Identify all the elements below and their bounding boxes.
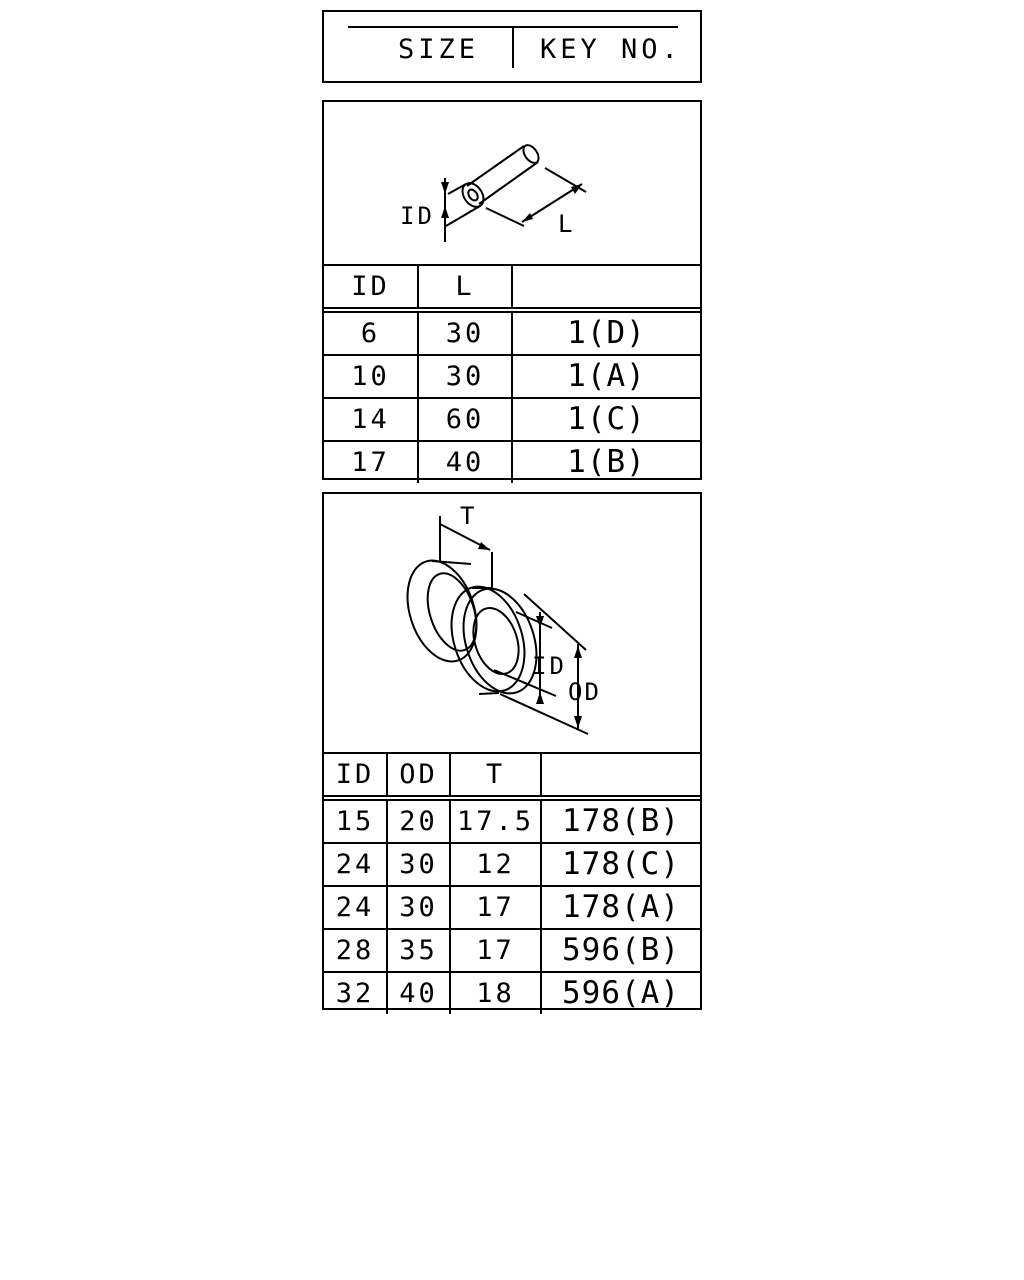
col-id-header: ID <box>324 264 419 313</box>
col-key-header <box>540 752 700 801</box>
cell-l: 60 <box>417 397 513 442</box>
cell-od: 35 <box>386 928 451 973</box>
table-row: 32 40 18 596(A) <box>324 971 700 1014</box>
cell-l: 30 <box>417 354 513 399</box>
cell-id: 28 <box>324 928 388 973</box>
cell-id: 14 <box>324 397 419 442</box>
grommet-illustration: T ID OD <box>406 502 601 735</box>
col-t-header: T <box>449 752 542 801</box>
size-label: SIZE <box>398 34 480 65</box>
cell-key-no: 178(B) <box>540 797 700 844</box>
cell-od: 30 <box>386 885 451 930</box>
cell-od: 20 <box>386 797 451 844</box>
cell-id: 24 <box>324 885 388 930</box>
cell-l: 30 <box>417 309 513 356</box>
hose-table: ID L 6 30 1(D) 10 30 1(A) 14 60 1(C) 17 … <box>324 264 700 483</box>
table-row: 10 30 1(A) <box>324 354 700 399</box>
cell-t: 17 <box>449 885 542 930</box>
hose-l-dim-label: L <box>558 210 572 238</box>
cell-id: 17 <box>324 440 419 483</box>
col-key-header <box>511 264 700 313</box>
table-row: 15 20 17.5 178(B) <box>324 797 700 844</box>
grommet-table-header: ID OD T <box>324 752 700 801</box>
cell-l: 40 <box>417 440 513 483</box>
hose-section: ID L ID L 6 30 1(D) 10 30 1(A) 14 60 1(C… <box>322 100 702 483</box>
cell-key-no: 596(B) <box>540 928 700 973</box>
grommet-section: T ID OD ID OD T 15 20 17.5 178(B) 24 30 … <box>322 492 702 1014</box>
cell-t: 17 <box>449 928 542 973</box>
cell-key-no: 596(A) <box>540 971 700 1014</box>
table-row: 17 40 1(B) <box>324 440 700 483</box>
grommet-table: ID OD T 15 20 17.5 178(B) 24 30 12 178(C… <box>324 752 700 1014</box>
hose-illustration: ID L <box>400 144 587 242</box>
size-key-header: SIZE KEY NO. <box>322 10 702 83</box>
table-row: 24 30 12 178(C) <box>324 842 700 887</box>
cell-id: 15 <box>324 797 388 844</box>
cell-id: 10 <box>324 354 419 399</box>
header-rule <box>348 26 678 28</box>
col-id-header: ID <box>324 752 388 801</box>
cell-od: 30 <box>386 842 451 887</box>
cell-key-no: 1(D) <box>511 309 700 356</box>
cell-key-no: 178(A) <box>540 885 700 930</box>
grommet-id-dim-label: ID <box>532 652 567 680</box>
grommet-t-dim-label: T <box>460 502 474 530</box>
cell-t: 12 <box>449 842 542 887</box>
cell-key-no: 1(B) <box>511 440 700 483</box>
cell-t: 17.5 <box>449 797 542 844</box>
col-od-header: OD <box>386 752 451 801</box>
table-row: 6 30 1(D) <box>324 309 700 356</box>
cell-key-no: 1(A) <box>511 354 700 399</box>
table-row: 28 35 17 596(B) <box>324 928 700 973</box>
cell-id: 32 <box>324 971 388 1014</box>
cell-key-no: 1(C) <box>511 397 700 442</box>
cell-key-no: 178(C) <box>540 842 700 887</box>
hose-id-dim-label: ID <box>400 202 435 230</box>
cell-id: 6 <box>324 309 419 356</box>
cell-id: 24 <box>324 842 388 887</box>
grommet-od-dim-label: OD <box>568 678 601 706</box>
table-row: 14 60 1(C) <box>324 397 700 442</box>
header-divider <box>512 28 514 68</box>
table-row: 24 30 17 178(A) <box>324 885 700 930</box>
cell-t: 18 <box>449 971 542 1014</box>
col-l-header: L <box>417 264 513 313</box>
hose-table-header: ID L <box>324 264 700 313</box>
cell-od: 40 <box>386 971 451 1014</box>
key-no-label: KEY NO. <box>540 34 682 65</box>
